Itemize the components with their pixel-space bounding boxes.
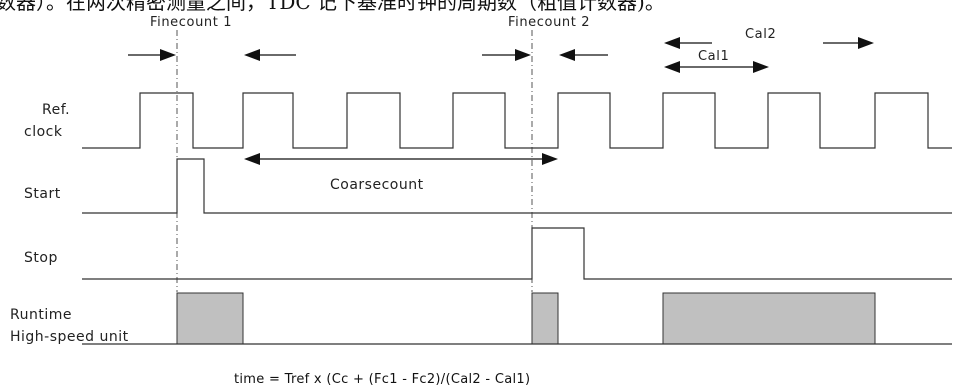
runtime-block-1 [176, 292, 244, 345]
start-waveform [82, 158, 952, 214]
coarsecount-arrow [244, 153, 558, 165]
ref-clock-label-line2: clock [24, 124, 63, 140]
ref-clock-waveform [82, 92, 952, 149]
runtime-block-2 [531, 292, 559, 345]
finecount2-arrows [482, 49, 608, 61]
finecount1-arrows [128, 49, 296, 61]
header-text: 数器）。在两次精密测量之间，TDC 记下基准时钟的周期数（粗值计数器)。 [0, 0, 665, 14]
ref-clock-label-line1: Ref. [42, 102, 70, 118]
coarsecount-label: Coarsecount [330, 177, 424, 193]
cal1-label: Cal1 [698, 49, 729, 64]
cal2-arrows [664, 37, 874, 49]
runtime-label-line1: Runtime [10, 307, 72, 323]
runtime-block-3 [662, 292, 876, 345]
finecount1-label: Finecount 1 [150, 15, 232, 30]
formula-text: time = Tref x (Cc + (Fc1 - Fc2)/(Cal2 - … [234, 372, 530, 387]
cal1-arrow [664, 61, 769, 73]
stop-label: Stop [24, 250, 58, 266]
stop-waveform [82, 227, 952, 280]
finecount2-label: Finecount 2 [508, 15, 590, 30]
start-label: Start [24, 186, 61, 202]
runtime-label-line2: High-speed unit [10, 329, 129, 345]
cal2-label: Cal2 [745, 27, 776, 42]
